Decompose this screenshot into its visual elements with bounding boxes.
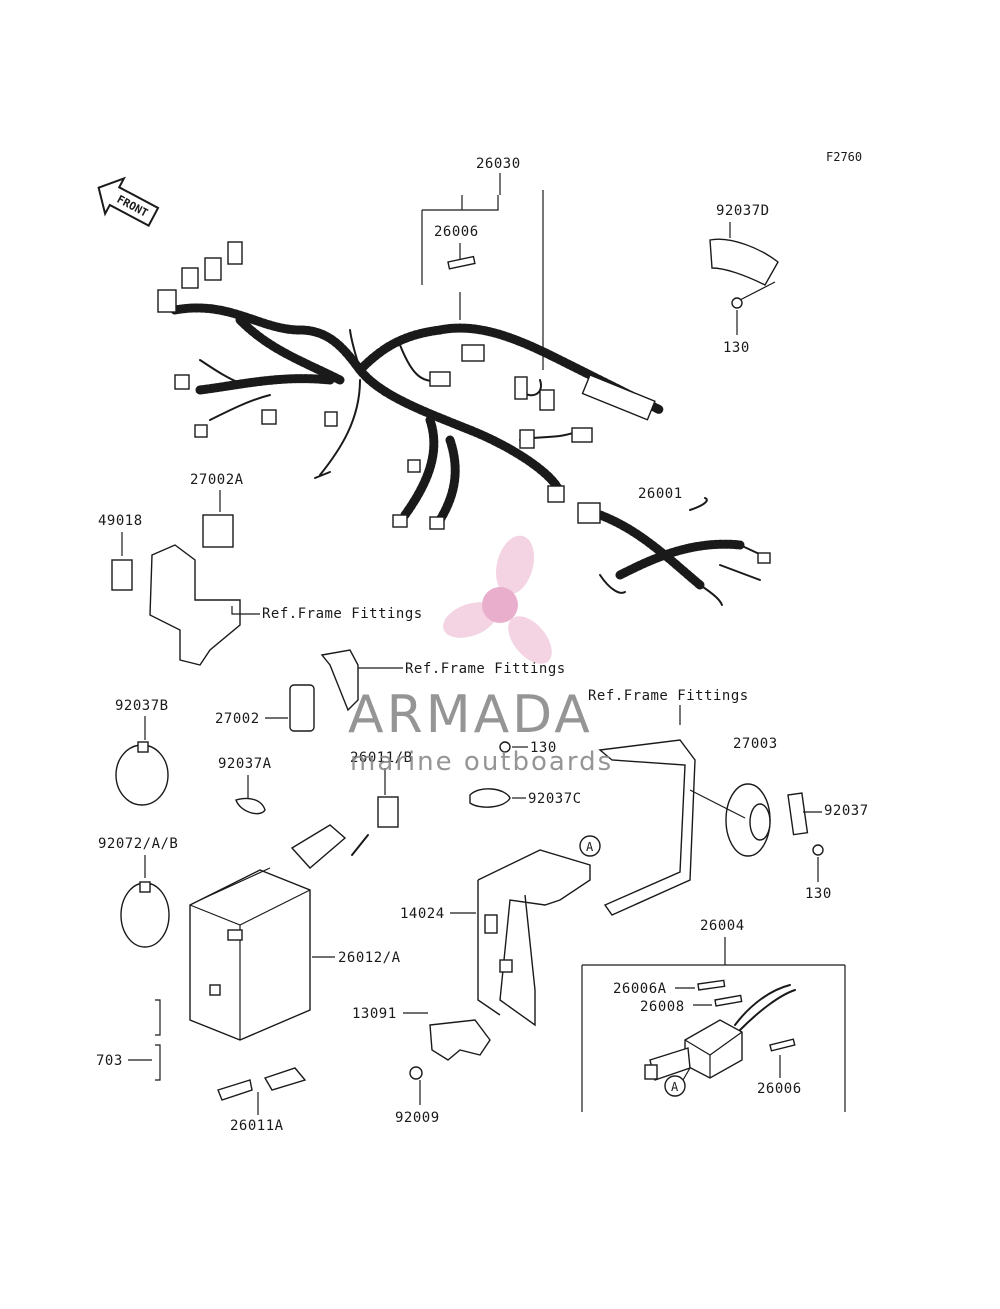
label-130-c: 130 bbox=[805, 886, 832, 902]
ref-frame-fittings-2: Ref.Frame Fittings bbox=[405, 661, 566, 677]
armada-watermark: ARMADA marine outboards bbox=[348, 535, 613, 777]
sub-harness-26001 bbox=[577, 497, 771, 606]
label-26008: 26008 bbox=[640, 999, 685, 1015]
label-49018: 49018 bbox=[98, 513, 143, 529]
label-14024: 14024 bbox=[400, 906, 445, 922]
bracket-92037 bbox=[787, 792, 809, 836]
label-27002: 27002 bbox=[215, 711, 260, 727]
marker-A-2-label: A bbox=[671, 1080, 679, 1094]
marker-A-1-label: A bbox=[586, 840, 594, 854]
label-26030: 26030 bbox=[476, 156, 521, 172]
label-130-b: 130 bbox=[530, 740, 557, 756]
label-27003: 27003 bbox=[733, 736, 778, 752]
ref-frame-fittings-3: Ref.Frame Fittings bbox=[588, 688, 749, 704]
watermark-tagline: marine outboards bbox=[350, 747, 613, 777]
main-wiring-harness bbox=[157, 241, 665, 530]
label-92037D: 92037D bbox=[716, 203, 770, 219]
label-13091: 13091 bbox=[352, 1006, 397, 1022]
label-27002A: 27002A bbox=[190, 472, 244, 488]
bolt-130-c bbox=[812, 844, 824, 856]
battery-26012 bbox=[189, 867, 311, 1041]
label-26001: 26001 bbox=[638, 486, 683, 502]
label-26012: 26012/A bbox=[338, 950, 401, 966]
starter-relay-26004 bbox=[644, 984, 796, 1081]
terminal-26011A-2 bbox=[263, 1067, 307, 1091]
label-92037A: 92037A bbox=[218, 756, 272, 772]
screw-92009 bbox=[409, 1066, 423, 1080]
fuse-26006-bottom bbox=[769, 1038, 796, 1052]
marker-A-1 bbox=[579, 835, 601, 857]
bolt-130-b bbox=[499, 741, 511, 753]
label-92037B: 92037B bbox=[115, 698, 169, 714]
frame-bracket-2 bbox=[320, 649, 359, 712]
bracket-26004 bbox=[581, 937, 846, 1112]
bracket-13091 bbox=[429, 1019, 491, 1061]
label-92072: 92072/A/B bbox=[98, 836, 178, 852]
watermark-name: ARMADA bbox=[348, 685, 593, 745]
frame-bracket-1 bbox=[149, 544, 241, 666]
marker-A-2 bbox=[664, 1075, 686, 1097]
figure-code: F2760 bbox=[826, 150, 862, 164]
boot-26011B bbox=[290, 824, 347, 869]
label-26006A: 26006A bbox=[613, 981, 667, 997]
label-26006-bottom: 26006 bbox=[757, 1081, 802, 1097]
bolt-130-a bbox=[731, 297, 743, 309]
cover-92037D bbox=[709, 238, 779, 286]
clamp-92037A bbox=[235, 797, 266, 815]
label-703: 703 bbox=[96, 1053, 123, 1069]
label-92009: 92009 bbox=[395, 1110, 440, 1126]
label-130-a: 130 bbox=[723, 340, 750, 356]
fuse-26006A bbox=[697, 979, 726, 991]
label-92037C: 92037C bbox=[528, 791, 582, 807]
band-92037B bbox=[115, 744, 169, 806]
relay-27002A bbox=[202, 514, 234, 548]
label-26004: 26004 bbox=[700, 918, 745, 934]
label-26006-top: 26006 bbox=[434, 224, 479, 240]
front-arrow-icon: FRONT bbox=[97, 176, 160, 227]
fuse-26008 bbox=[714, 994, 743, 1007]
ref-frame-fittings-1: Ref.Frame Fittings bbox=[262, 606, 423, 622]
connector-26011B bbox=[377, 796, 399, 828]
label-26011B: 26011/B bbox=[350, 750, 413, 766]
part-49018 bbox=[111, 559, 133, 591]
case-14024 bbox=[477, 849, 591, 1027]
fuse-26006-top bbox=[447, 255, 476, 270]
propeller-logo-icon bbox=[443, 535, 552, 664]
relay-27002 bbox=[289, 684, 315, 732]
label-26011A: 26011A bbox=[230, 1118, 284, 1134]
tube-703 bbox=[155, 999, 161, 1081]
label-92037: 92037 bbox=[824, 803, 869, 819]
clamp-92037C bbox=[469, 788, 511, 808]
horn-stay bbox=[598, 739, 696, 916]
terminal-26011A-1 bbox=[217, 1079, 253, 1101]
